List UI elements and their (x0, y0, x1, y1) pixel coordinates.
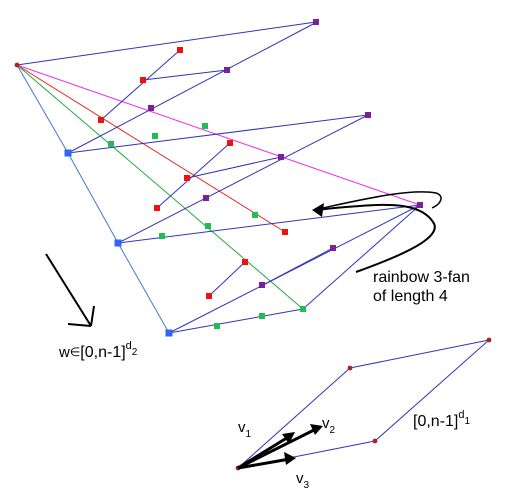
v2-label: v2 (322, 415, 336, 436)
rainbow-fan-callout (312, 191, 442, 273)
rainbow-fan (16, 64, 421, 334)
point-red (242, 259, 248, 265)
rainbow-label-line2: of length 4 (373, 288, 448, 305)
fan-edge-blue-1 (16, 64, 69, 154)
point-green (202, 123, 208, 129)
point-green (252, 212, 258, 218)
point-red (184, 175, 190, 181)
grid-layer-3 (168, 204, 421, 334)
vertex-right (372, 438, 378, 444)
point-purple (259, 282, 265, 288)
point-green (108, 141, 114, 147)
point-red (98, 117, 104, 123)
point-purple (365, 112, 371, 118)
grid-layer-1 (16, 21, 369, 154)
point-purple (313, 19, 319, 25)
point-purple (278, 154, 284, 160)
w-direction-arrow (45, 253, 95, 327)
point-purple (330, 245, 336, 251)
fan-apex (14, 62, 20, 68)
vertex-left (347, 365, 353, 371)
svg-text:w∈[0,n-1]d2: w∈[0,n-1]d2 (58, 340, 138, 361)
w-interval: [0,n-1] (80, 344, 125, 361)
w-exponent: d (126, 340, 132, 352)
point-blue (64, 149, 72, 157)
fan-edge-red (16, 64, 286, 233)
point-red (282, 229, 288, 235)
point-purple (417, 202, 423, 208)
v3-label: v3 (296, 470, 310, 491)
w-var: w (58, 344, 70, 361)
point-purple (148, 105, 154, 111)
curved-arrow (317, 203, 436, 273)
point-green (259, 313, 265, 319)
point-blue (165, 329, 173, 337)
basis-vectors (237, 424, 323, 470)
grid-layer-2 (117, 114, 421, 244)
point-green (214, 323, 220, 329)
point-red (140, 77, 146, 83)
rainbow-label-line1: rainbow 3-fan (373, 269, 470, 286)
curved-arrow-head (312, 203, 324, 217)
w-exponent-sub: 2 (132, 347, 138, 358)
v-set-label: [0,n-1]d1 (413, 409, 470, 430)
point-red (227, 140, 233, 146)
point-green (205, 223, 211, 229)
point-red (206, 293, 212, 299)
vector-v3 (237, 457, 291, 470)
point-purple (224, 67, 230, 73)
fan-edge-green (16, 64, 304, 310)
point-purple (203, 195, 209, 201)
fan-edge-blue-3 (117, 242, 170, 334)
element-of-symbol: ∈ (70, 345, 80, 359)
v1-label: v1 (238, 419, 252, 440)
vertex-top (486, 337, 492, 343)
lattice-points (64, 19, 423, 337)
base-parallelogram (235, 337, 492, 471)
fan-edge-blue-2 (67, 152, 119, 244)
point-green (300, 306, 306, 312)
point-blue (114, 239, 122, 247)
w-set-label: w∈[0,n-1]d2 (58, 340, 138, 361)
vector-v2 (237, 426, 319, 470)
curved-arrow-upper (317, 191, 442, 210)
point-red (154, 205, 160, 211)
fan-edge-magenta (16, 64, 421, 206)
point-red (177, 47, 183, 53)
point-green (152, 133, 158, 139)
point-green (159, 233, 165, 239)
grid-inner-lines (100, 49, 334, 297)
